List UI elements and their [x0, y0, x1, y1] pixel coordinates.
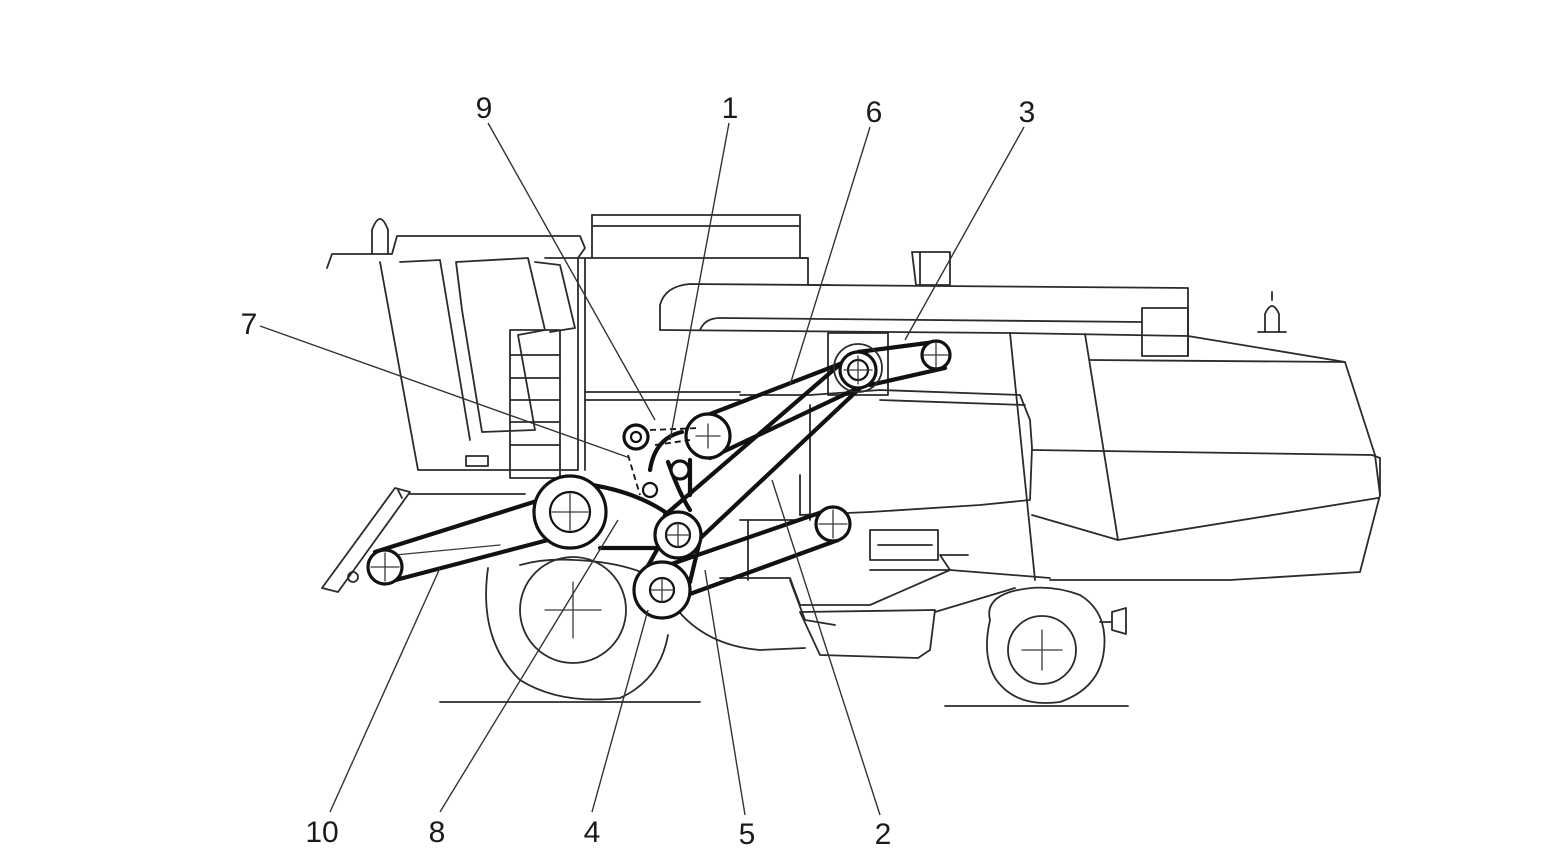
harvester-body: [326, 214, 1381, 659]
leader-lines: [259, 122, 1025, 816]
front-wheel: [439, 556, 701, 703]
callout-labels: 9 1 6 3 7 10 8 4 5 2: [241, 92, 1036, 851]
pulley-9: [622, 423, 650, 451]
rear-hood: [1009, 332, 1381, 581]
callout-7: 7: [241, 308, 258, 341]
leader-1: [669, 122, 730, 441]
callout-10: 10: [305, 816, 338, 849]
idler-small: [641, 481, 659, 499]
rear-beacon-icon: [1264, 305, 1280, 333]
callout-2: 2: [875, 818, 892, 851]
callout-8: 8: [429, 816, 446, 849]
callout-4: 4: [584, 816, 601, 849]
engine-box: [827, 332, 889, 396]
cab-light: [465, 455, 489, 467]
belt-2-lower: [687, 385, 863, 551]
leader-3: [904, 126, 1025, 341]
cab-side-window: [534, 261, 576, 333]
leader-4: [591, 609, 649, 813]
leader-9: [487, 122, 656, 421]
lower-chassis: [719, 569, 1051, 606]
belt-drives: [372, 339, 948, 605]
rear-wheel: [944, 586, 1129, 707]
cab-pillar: [399, 259, 471, 441]
cab-beacon-icon: [371, 218, 389, 255]
body-panel: [739, 389, 1033, 516]
cab-roof: [326, 235, 586, 269]
belt-3-upper: [855, 339, 938, 355]
side-box: [869, 529, 939, 561]
auger-spout: [1141, 307, 1189, 357]
leader-8: [439, 519, 619, 813]
header-reel-arm: [321, 487, 411, 593]
exhaust-stack: [911, 251, 951, 286]
header-feeder: [321, 487, 526, 593]
tow-hitch: [1099, 607, 1127, 635]
ladder: [509, 329, 561, 479]
leader-5: [704, 569, 746, 816]
callout-9: 9: [476, 92, 493, 125]
belt-10-upper: [372, 497, 543, 555]
tensioner-dashed: [627, 427, 701, 496]
belt-5-upper: [657, 507, 831, 571]
callout-6: 6: [866, 96, 883, 129]
belt-5-lower: [665, 537, 841, 605]
callout-3: 3: [1019, 96, 1036, 129]
belt-10-lower: [385, 537, 551, 585]
belt-6-upper: [697, 359, 848, 421]
leader-6: [789, 126, 871, 386]
belt-6-lower: [707, 385, 861, 461]
cab-front: [379, 257, 579, 471]
callout-5: 5: [739, 818, 756, 851]
leader-10: [329, 567, 441, 813]
belt-3-lower: [867, 365, 948, 388]
fuel-tank: [799, 609, 936, 659]
idler-pulley: [669, 459, 691, 481]
leader-2: [771, 479, 881, 816]
pulleys: [366, 339, 952, 620]
cab-window: [455, 257, 546, 433]
unloading-auger: [659, 283, 1189, 357]
callout-1: 1: [722, 92, 739, 125]
leader-7: [259, 325, 631, 459]
